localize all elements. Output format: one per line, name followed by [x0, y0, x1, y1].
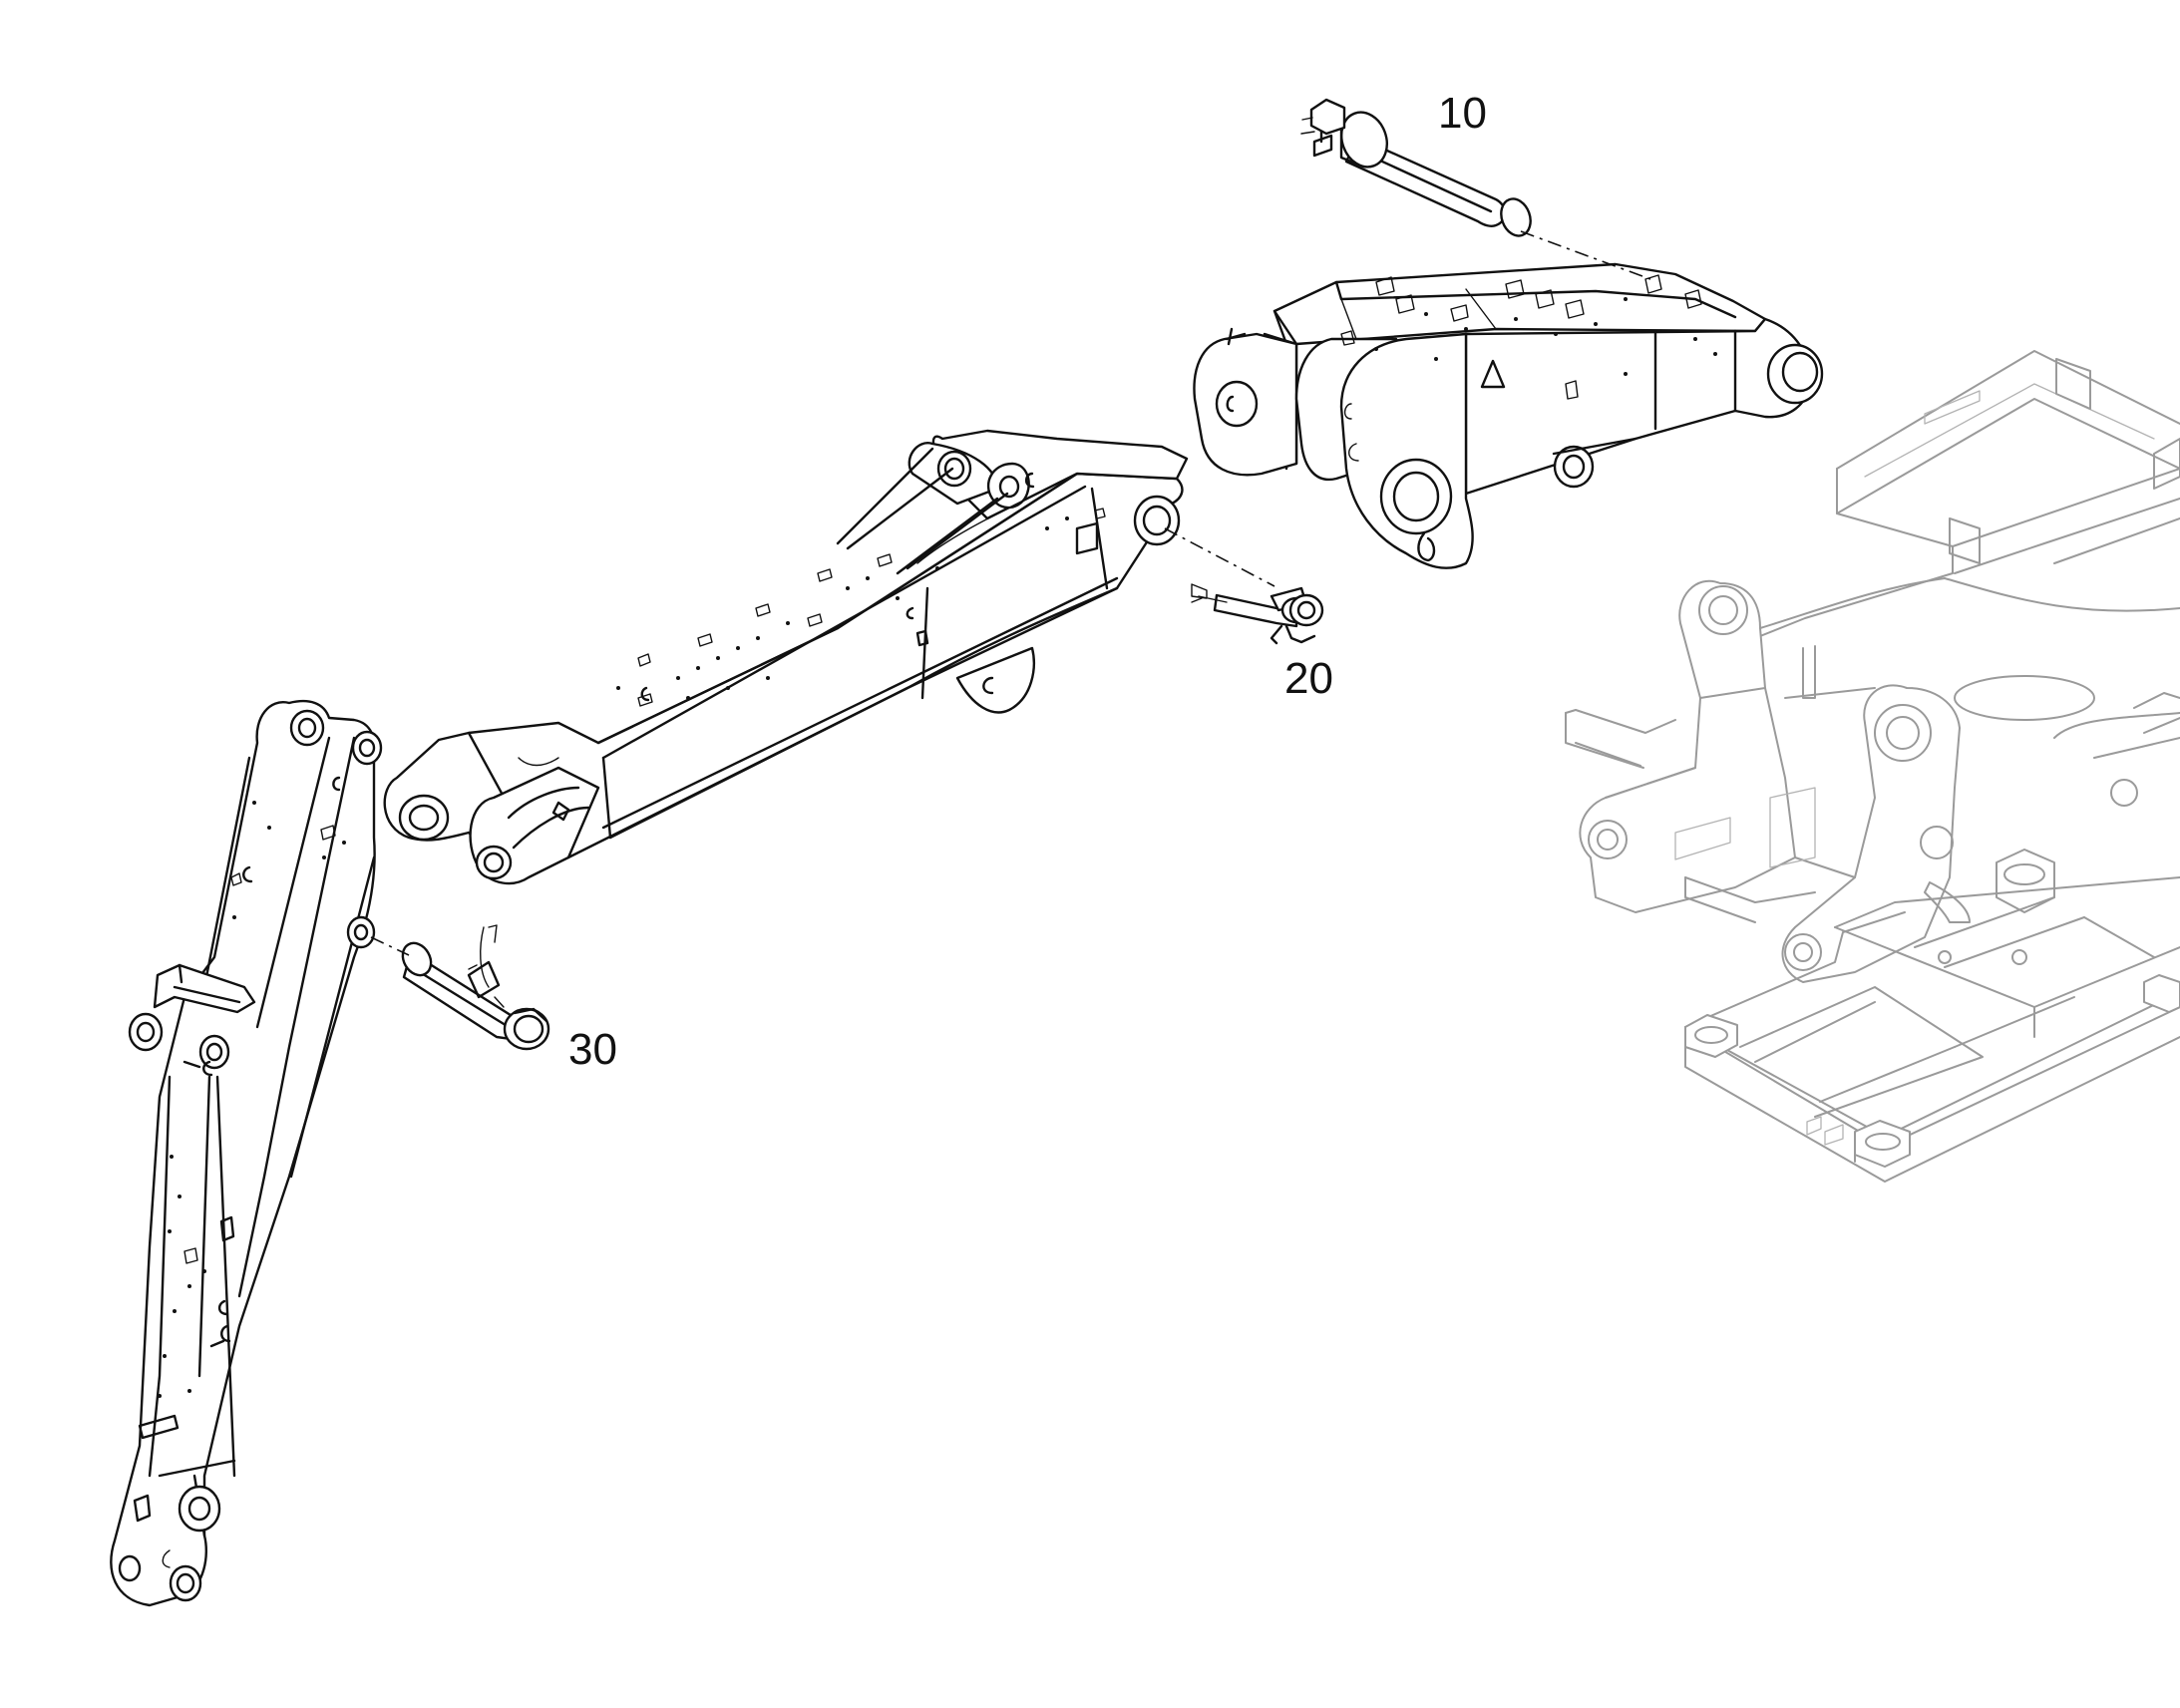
main-boom: [383, 429, 1189, 885]
callout-label-20: 20: [1284, 654, 1333, 703]
pin-assembly-20: [1191, 583, 1324, 645]
pin-assembly-10: [1300, 98, 1532, 237]
boom-foot-section: [1193, 262, 1824, 569]
pin-assembly-30: [401, 924, 550, 1051]
leader-line-30: [370, 936, 410, 956]
leader-line-10: [1520, 230, 1651, 280]
callout-label-30: 30: [568, 1025, 617, 1074]
arm-stick: [110, 699, 383, 1607]
leader-line-20: [1164, 527, 1275, 587]
callout-label-10: 10: [1438, 89, 1487, 138]
upper-frame-ghost: [1565, 350, 2180, 1183]
